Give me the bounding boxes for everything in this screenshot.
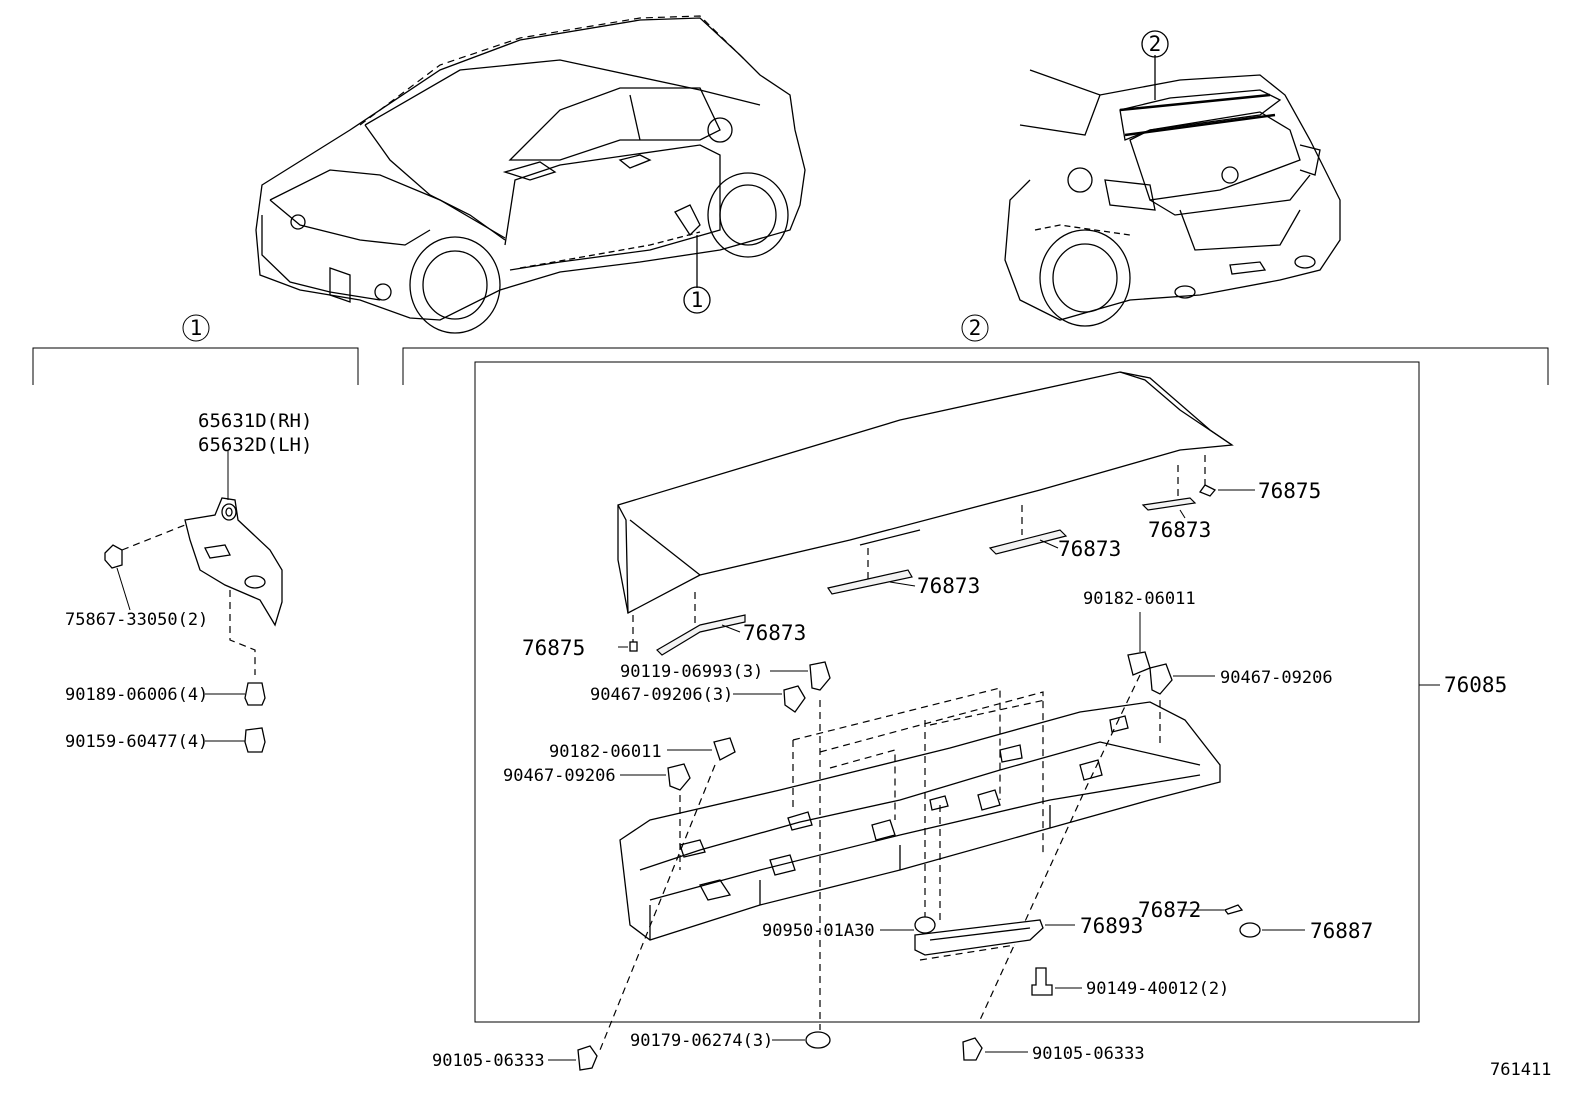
label-90149-40012: 90149-40012(2) bbox=[1086, 979, 1229, 999]
label-76875-right: 76875 bbox=[1258, 479, 1321, 503]
label-90950-01A30: 90950-01A30 bbox=[762, 921, 875, 941]
callout-2-section: 2 bbox=[969, 316, 982, 340]
label-76893: 76893 bbox=[1080, 914, 1143, 938]
callout-2-car: 2 bbox=[1149, 32, 1162, 56]
label-90467-09206-qty3: 90467-09206(3) bbox=[590, 685, 733, 705]
clip-guide-lines bbox=[599, 674, 1161, 1051]
label-90467-09206-left: 90467-09206 bbox=[503, 766, 616, 786]
label-90179-06274: 90179-06274(3) bbox=[630, 1031, 773, 1051]
label-90189-06006: 90189-06006(4) bbox=[65, 685, 208, 705]
spoiler-tape-parts bbox=[618, 455, 1255, 656]
label-90467-09206-right: 90467-09206 bbox=[1220, 668, 1333, 688]
label-76873-mid: 76873 bbox=[1058, 537, 1121, 561]
callout-1-car: 1 bbox=[691, 288, 704, 312]
label-90105-06333-right: 90105-06333 bbox=[1032, 1044, 1145, 1064]
spoiler-fasteners bbox=[548, 612, 1305, 1071]
diagram-id: 761411 bbox=[1490, 1060, 1551, 1080]
car-front-three-quarter-view: 1 bbox=[255, 15, 806, 334]
label-90105-06333-left: 90105-06333 bbox=[432, 1051, 545, 1071]
section-bracket-1: 1 bbox=[32, 314, 359, 385]
label-76085: 76085 bbox=[1444, 673, 1507, 697]
label-76887: 76887 bbox=[1310, 919, 1373, 943]
side-skirt-bracket-group bbox=[104, 450, 283, 753]
label-65631D-rh: 65631D(RH) bbox=[198, 410, 312, 432]
label-76873-center: 76873 bbox=[917, 574, 980, 598]
label-75867-33050: 75867-33050(2) bbox=[65, 610, 208, 630]
label-65632D-lh: 65632D(LH) bbox=[198, 434, 312, 456]
label-90182-06011-left: 90182-06011 bbox=[549, 742, 662, 762]
label-76873-right: 76873 bbox=[1148, 518, 1211, 542]
section-bracket-2: 2 bbox=[402, 314, 1549, 385]
label-90119-06993: 90119-06993(3) bbox=[620, 662, 763, 682]
callout-1-section: 1 bbox=[190, 316, 203, 340]
label-76875-left: 76875 bbox=[522, 636, 585, 660]
rear-spoiler-lower-panel bbox=[619, 701, 1221, 941]
rear-spoiler-upper bbox=[617, 371, 1234, 614]
label-76873-left: 76873 bbox=[743, 621, 806, 645]
car-rear-three-quarter-view: 2 bbox=[1004, 30, 1341, 327]
label-90159-60477: 90159-60477(4) bbox=[65, 732, 208, 752]
spoiler-assembly-frame bbox=[474, 361, 1420, 1023]
label-90182-06011-right: 90182-06011 bbox=[1083, 589, 1196, 609]
label-76872: 76872 bbox=[1138, 898, 1201, 922]
